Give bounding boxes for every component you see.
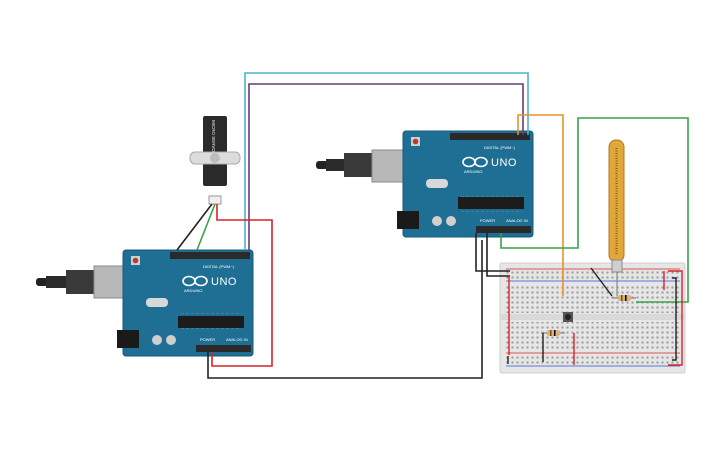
arduino-logo-right xyxy=(462,156,488,168)
reset-button-left xyxy=(132,257,139,264)
capacitor-right-2 xyxy=(446,216,456,226)
wire-right-gnd xyxy=(475,233,510,272)
servo-connector xyxy=(208,195,222,205)
uno-label-left: UNO xyxy=(211,276,237,288)
capacitor-left-2 xyxy=(166,335,176,345)
micro-servo: MICRO SERVO xyxy=(189,116,241,205)
wire-bb-red-4 xyxy=(668,270,683,366)
usb-cable-left xyxy=(36,265,137,299)
wire-ground-black xyxy=(207,240,483,379)
analog-label-right: ANALOG IN xyxy=(506,218,528,223)
atmega-chip-right xyxy=(458,197,524,209)
wire-orange xyxy=(517,114,564,296)
usb-cable-right xyxy=(316,149,415,183)
reset-button-right xyxy=(412,138,419,145)
arduino-logo-left xyxy=(182,275,208,287)
arduino-left: DIGITAL (PWM~) UNO ARDUINO POWER ANALOG … xyxy=(36,249,254,357)
servo-label: MICRO SERVO xyxy=(211,120,216,152)
breadboard xyxy=(499,262,686,374)
crystal-left xyxy=(146,298,168,307)
flex-sensor xyxy=(608,139,625,273)
wire-bb-black-1 xyxy=(672,277,677,361)
resistor-button xyxy=(541,330,565,336)
wire-right-5v xyxy=(486,233,510,277)
wire-servo-red xyxy=(211,204,273,367)
power-header-left xyxy=(196,345,251,352)
wire-flex-green xyxy=(500,117,689,303)
capacitor-right-1 xyxy=(432,216,442,226)
digital-header-left xyxy=(170,252,250,259)
analog-label-left: ANALOG IN xyxy=(226,337,248,342)
power-header-right xyxy=(476,226,531,233)
power-jack-left xyxy=(117,330,139,348)
brand-label-right: ARDUINO xyxy=(464,169,482,174)
wire-cyan xyxy=(244,72,529,250)
wire-servo-black xyxy=(176,203,213,251)
resistor-flex xyxy=(612,295,636,301)
digital-label-left: DIGITAL (PWM~) xyxy=(203,264,235,269)
capacitor-left-1 xyxy=(152,335,162,345)
wire-servo-green xyxy=(196,203,216,251)
power-label-left: POWER xyxy=(200,337,215,342)
push-button xyxy=(563,312,573,322)
uno-label-right: UNO xyxy=(491,157,517,169)
arduino-right: DIGITAL (PWM~) UNO ARDUINO POWER ANALOG … xyxy=(316,130,534,238)
crystal-right xyxy=(426,179,448,188)
power-label-right: POWER xyxy=(480,218,495,223)
wire-purple xyxy=(248,83,524,250)
digital-header-right xyxy=(450,133,530,140)
brand-label-left: ARDUINO xyxy=(184,288,202,293)
digital-label-right: DIGITAL (PWM~) xyxy=(484,145,516,150)
power-jack-right xyxy=(397,211,419,229)
atmega-chip-left xyxy=(178,316,244,328)
wire-flex-lead xyxy=(590,267,613,297)
